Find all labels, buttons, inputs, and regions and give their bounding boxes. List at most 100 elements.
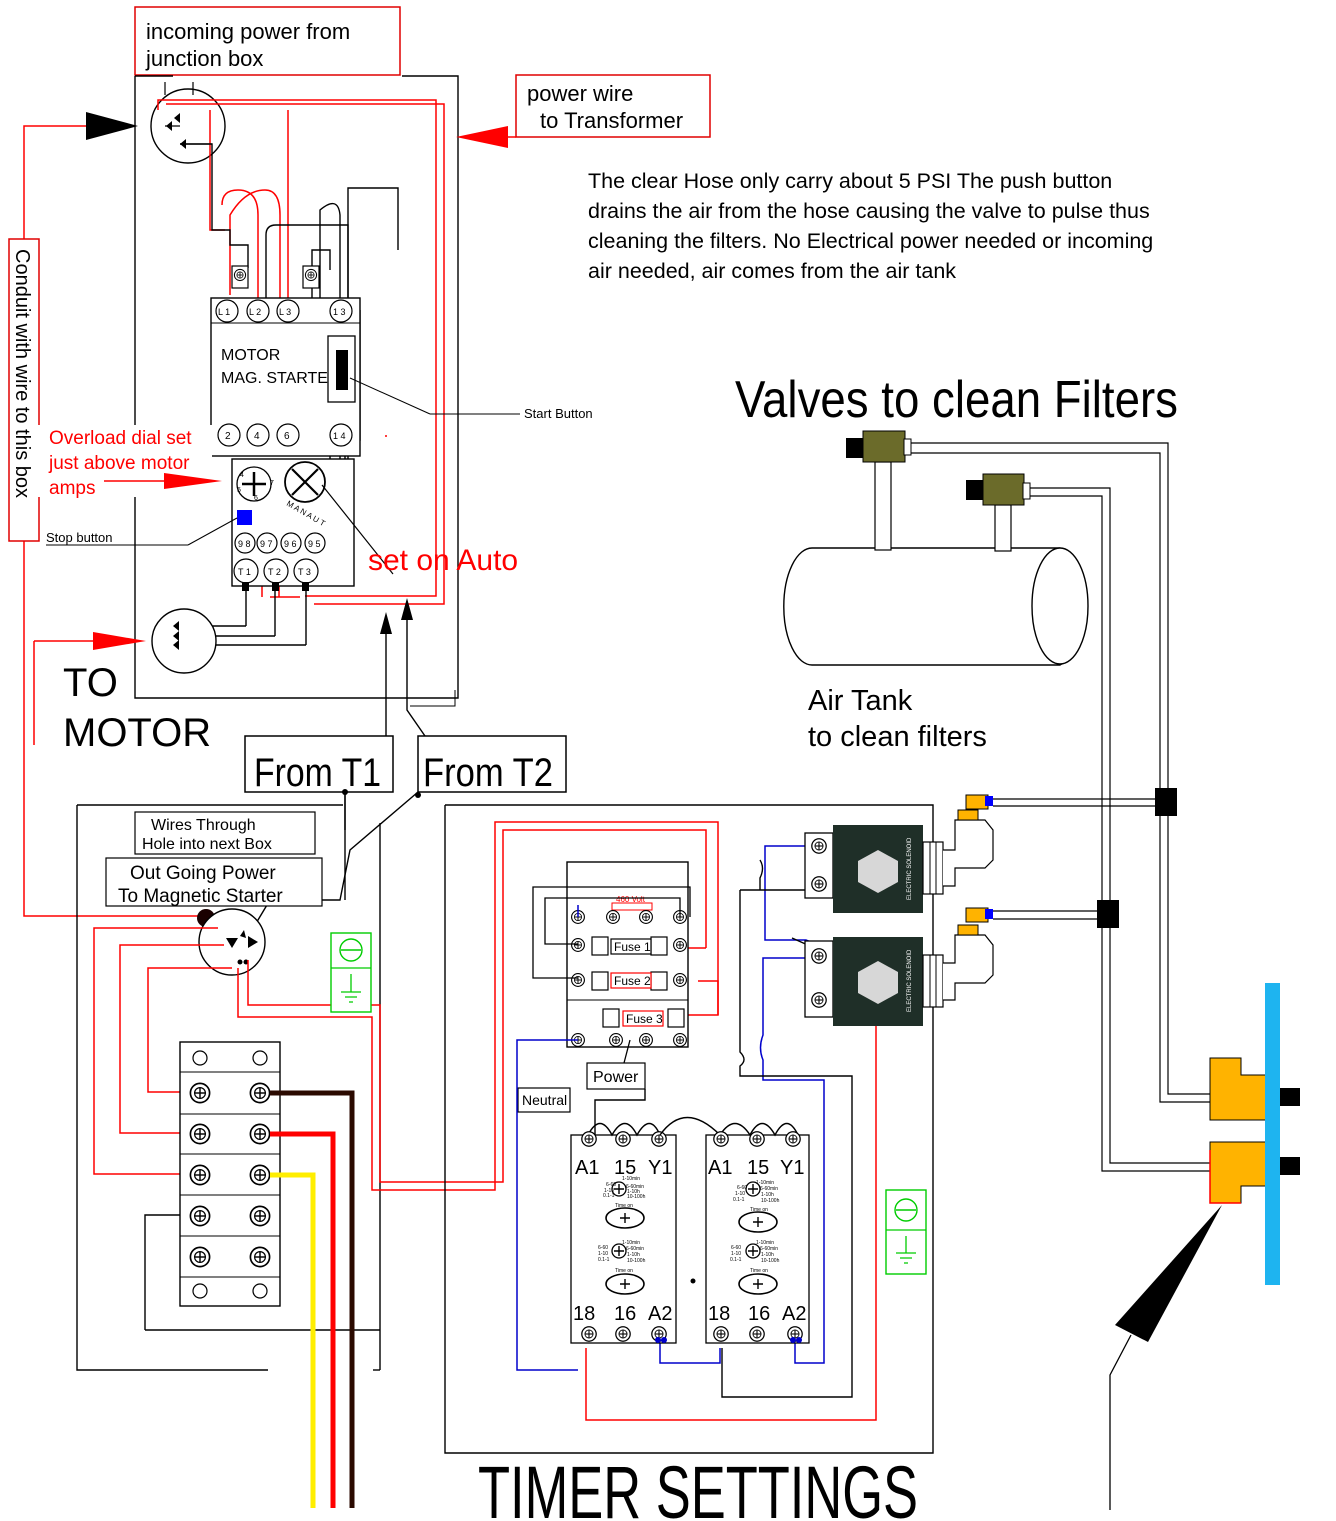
- svg-text:6-60min: 6-60min: [760, 1186, 778, 1192]
- timer-settings-title: TIMER SETTINGS: [478, 1451, 918, 1521]
- svg-text:MOTOR: MOTOR: [63, 711, 211, 755]
- svg-text:6-60: 6-60: [598, 1245, 608, 1251]
- tank-valve-2: [966, 473, 1031, 506]
- svg-text:10-100h: 10-100h: [761, 1198, 780, 1204]
- svg-text:1-10h: 1-10h: [627, 1189, 640, 1195]
- fuse-black-wiring: [532, 886, 691, 1064]
- fuse-block: 460 Volt Fuse 1 Fuse 2 Fuse 3: [566, 861, 689, 1048]
- svg-text:1-10min: 1-10min: [756, 1180, 774, 1186]
- air-hoses: [909, 442, 1213, 1172]
- svg-text:T 1: T 1: [238, 567, 251, 577]
- starter-top-terminals: L 1 L 2 L 3 1 3: [215, 299, 353, 323]
- svg-text:1-10min: 1-10min: [622, 1240, 640, 1246]
- incoming-cables: [270, 1090, 355, 1508]
- svg-text:15: 15: [747, 1157, 769, 1179]
- stop-button-graphic: [237, 510, 252, 525]
- svg-text:Fuse 2: Fuse 2: [614, 974, 651, 988]
- arrow-icon: [93, 632, 146, 650]
- svg-text:9 7: 9 7: [260, 539, 273, 549]
- svg-text:Fuse 3: Fuse 3: [626, 1012, 663, 1026]
- magnetic-starter: MOTOR MAG. STARTER L 1 L 2 L 3 1 3 2 4 6…: [210, 265, 361, 457]
- svg-text:To Magnetic Starter: To Magnetic Starter: [118, 886, 283, 907]
- svg-text:18: 18: [573, 1303, 595, 1325]
- valves-title: Valves to clean Filters: [735, 371, 1178, 429]
- terminal-strip: [179, 1041, 281, 1307]
- svg-text:T 3: T 3: [298, 567, 311, 577]
- svg-text:1 3: 1 3: [333, 307, 346, 317]
- svg-text:ELECTRIC SOLENOID: ELECTRIC SOLENOID: [907, 837, 913, 900]
- arrow-icon: [456, 126, 508, 148]
- svg-text:4: 4: [240, 472, 244, 479]
- ground-icon: [885, 1189, 927, 1275]
- svg-text:L 3: L 3: [279, 307, 291, 317]
- lower-left-enclosure: [76, 804, 380, 1371]
- svg-text:6: 6: [254, 495, 258, 502]
- svg-text:Overload dial set: Overload dial set: [49, 428, 192, 449]
- svg-text:Conduit with wire to this box: Conduit with wire to this box: [11, 249, 33, 498]
- from-t2-label: From T2: [417, 735, 567, 795]
- solenoid-1: ELECTRIC SOLENOID: [804, 794, 994, 913]
- svg-text:From T1: From T1: [254, 751, 381, 795]
- incoming-junction: [150, 82, 226, 164]
- arrow-icon: [1115, 1205, 1222, 1342]
- svg-text:1-10: 1-10: [735, 1191, 745, 1197]
- svg-text:460 Volt: 460 Volt: [616, 895, 646, 904]
- air-tank: [783, 461, 1089, 666]
- svg-text:6-60: 6-60: [737, 1185, 747, 1191]
- svg-text:1-10min: 1-10min: [622, 1176, 640, 1182]
- push-valve-2: [1209, 1141, 1300, 1204]
- svg-text:A2: A2: [782, 1303, 806, 1325]
- incoming-power-label: incoming power from junction box: [134, 6, 401, 76]
- svg-text:ELECTRIC SOLENOID: ELECTRIC SOLENOID: [907, 949, 913, 1012]
- svg-text:0.1-1: 0.1-1: [603, 1193, 615, 1199]
- svg-text:Fuse 1: Fuse 1: [614, 940, 651, 954]
- mounting-bar: [1265, 983, 1280, 1285]
- svg-text:4: 4: [254, 431, 260, 442]
- outgoing-power-label: Out Going Power To Magnetic Starter: [105, 857, 323, 907]
- timer-relay-2: A1 15 Y1 1-10min 6-60 6-60min 1-10 1-10h…: [659, 1116, 810, 1344]
- svg-text:10-100h: 10-100h: [761, 1258, 780, 1264]
- svg-text:MOTOR: MOTOR: [221, 347, 280, 364]
- svg-text:Hole into next Box: Hole into next Box: [142, 836, 272, 853]
- svg-text:7: 7: [270, 480, 274, 487]
- svg-text:amps: amps: [49, 478, 95, 499]
- svg-text:Y1: Y1: [780, 1157, 804, 1179]
- solenoid-2: ELECTRIC SOLENOID: [804, 907, 994, 1026]
- svg-text:Time on: Time on: [615, 1203, 633, 1209]
- power-wire-label: power wire to Transformer: [515, 74, 711, 138]
- ground-icon: [330, 932, 372, 1013]
- svg-text:1-10h: 1-10h: [761, 1192, 774, 1198]
- svg-text:0.1-1: 0.1-1: [598, 1257, 610, 1263]
- svg-text:Time on: Time on: [615, 1268, 633, 1274]
- svg-text:6-60: 6-60: [606, 1182, 616, 1188]
- svg-text:1-10h: 1-10h: [761, 1252, 774, 1258]
- svg-text:1-10: 1-10: [598, 1251, 608, 1257]
- svg-text:15: 15: [614, 1157, 636, 1179]
- svg-text:MAG. STARTER: MAG. STARTER: [221, 370, 340, 387]
- starter-bottom-terminals: 2 4 6 1 4: [217, 423, 353, 447]
- svg-text:5: 5: [237, 487, 241, 494]
- svg-text:1-10h: 1-10h: [627, 1252, 640, 1258]
- svg-text:junction box: junction box: [145, 46, 263, 71]
- from-t1-label: From T1: [244, 735, 394, 795]
- start-button-label: Start Button: [524, 406, 593, 421]
- svg-text:9 5: 9 5: [308, 539, 321, 549]
- svg-text:1 4: 1 4: [333, 431, 346, 441]
- overload-row-terminals: 9 8 9 7 9 6 9 5: [234, 532, 326, 554]
- svg-text:A2: A2: [648, 1303, 672, 1325]
- svg-text:to clean filters: to clean filters: [808, 721, 987, 753]
- svg-text:just above motor: just above motor: [48, 453, 190, 474]
- svg-text:Wires Through: Wires Through: [151, 817, 256, 834]
- svg-text:TO: TO: [63, 661, 118, 705]
- starter-red-wiring: [157, 99, 445, 605]
- svg-text:to Transformer: to Transformer: [540, 108, 683, 133]
- arrow-icon: [401, 598, 413, 620]
- push-valve-1: [1209, 1057, 1300, 1121]
- svg-text:Time on: Time on: [750, 1268, 768, 1274]
- svg-text:18: 18: [708, 1303, 730, 1325]
- svg-text:10-100h: 10-100h: [627, 1258, 646, 1264]
- svg-text:1-10min: 1-10min: [756, 1240, 774, 1246]
- svg-text:Neutral: Neutral: [522, 1092, 567, 1108]
- svg-text:L 1: L 1: [218, 307, 230, 317]
